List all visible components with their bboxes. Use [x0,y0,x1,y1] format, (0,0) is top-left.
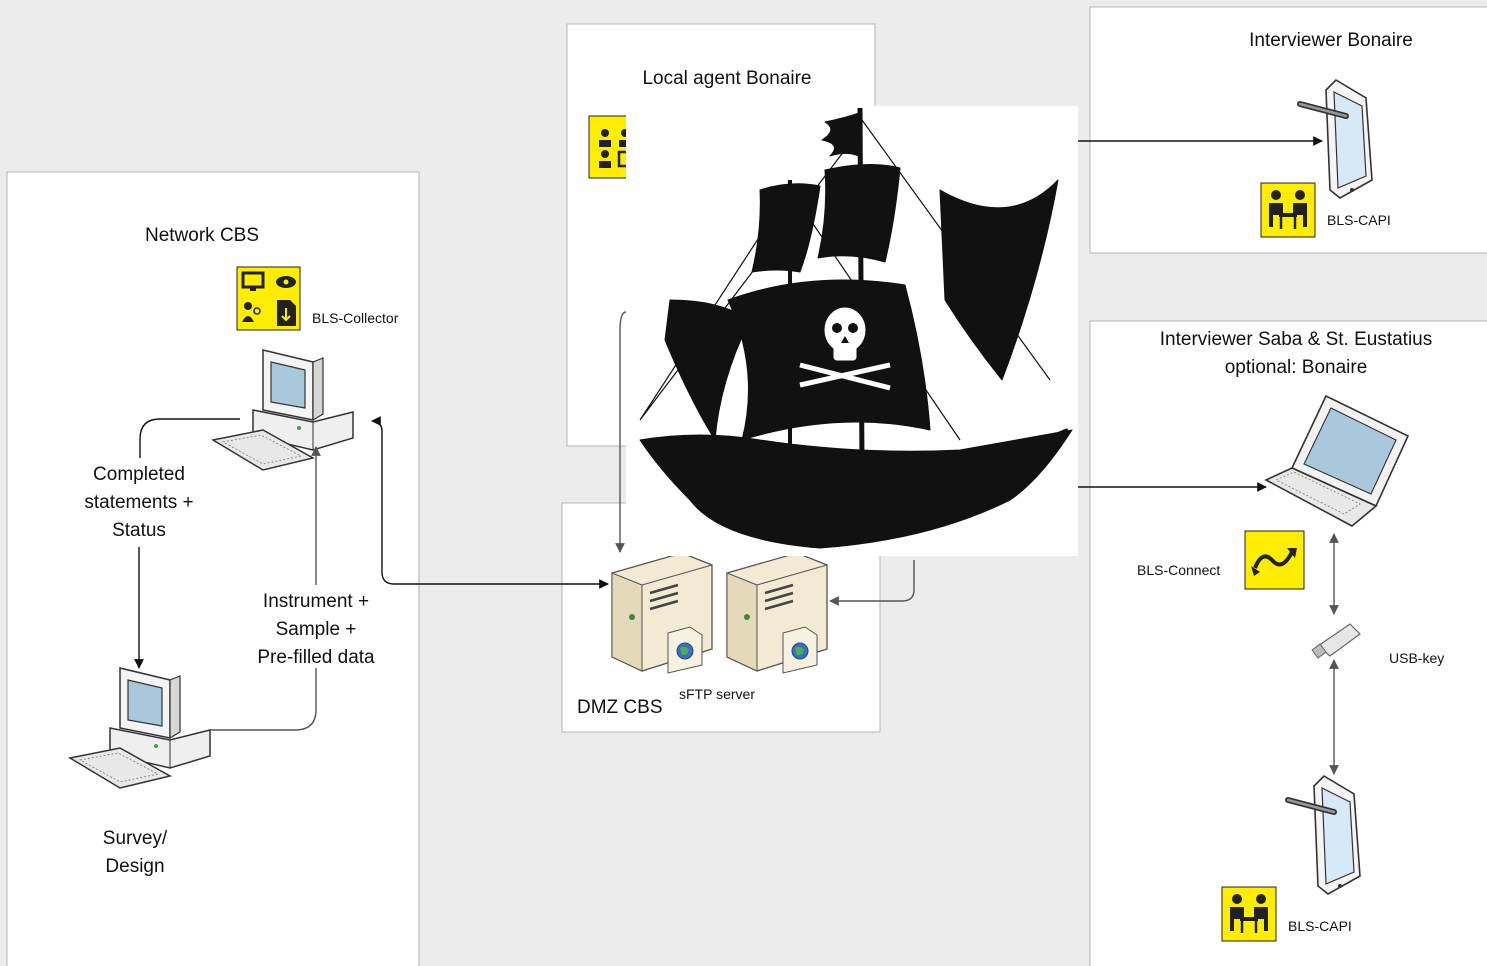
saba-capi-label: BLS-CAPI [1288,918,1352,934]
bls-connect-icon [1244,530,1305,590]
local-agent-dmz-connector [615,311,627,553]
sftp-server-icon-1 [610,551,714,675]
saba-capi-icon [1220,885,1278,943]
laptop-icon [1264,394,1410,527]
sftp-server-label: sFTP server [679,686,755,702]
network-cbs-panel [6,171,420,966]
instrument-line2: Sample + [276,619,357,640]
pirate-ship-image [626,106,1078,556]
sftp-server-icon-2 [725,551,829,675]
interviewer-saba-title: Interviewer Saba & St. Eustatius [1160,329,1432,350]
interviewer-bonaire-panel [1089,6,1487,254]
bls-connect-label: BLS-Connect [1137,562,1220,578]
bonaire-capi-icon [1259,181,1317,239]
ship-dmz-connector [829,560,915,606]
interviewer-bonaire-title: Interviewer Bonaire [1249,30,1413,51]
completed-line2: statements + [84,492,193,513]
interviewer-saba-panel [1089,320,1487,966]
bls-collector-icon [236,266,301,331]
completed-line1: Completed [93,464,185,485]
bonaire-capi-label: BLS-CAPI [1327,212,1391,228]
dmz-title: DMZ CBS [577,697,663,718]
interviewer-saba-subtitle: optional: Bonaire [1225,357,1368,378]
instrument-arrow [210,668,317,731]
collector-dmz-connector [371,416,609,589]
usb-key-icon [1311,623,1361,659]
completed-line3: Status [112,520,166,541]
usb-key-label: USB-key [1389,650,1444,666]
bls-collector-label: BLS-Collector [312,310,399,326]
local-agent-title: Local agent Bonaire [642,68,811,89]
network-cbs-title: Network CBS [145,225,259,246]
instrument-line1: Instrument + [263,591,369,612]
completed-statements-arrow [139,418,240,458]
instrument-line3: Pre-filled data [257,647,375,668]
survey-line2: Design [105,856,164,877]
survey-line1: Survey/ [103,828,168,849]
